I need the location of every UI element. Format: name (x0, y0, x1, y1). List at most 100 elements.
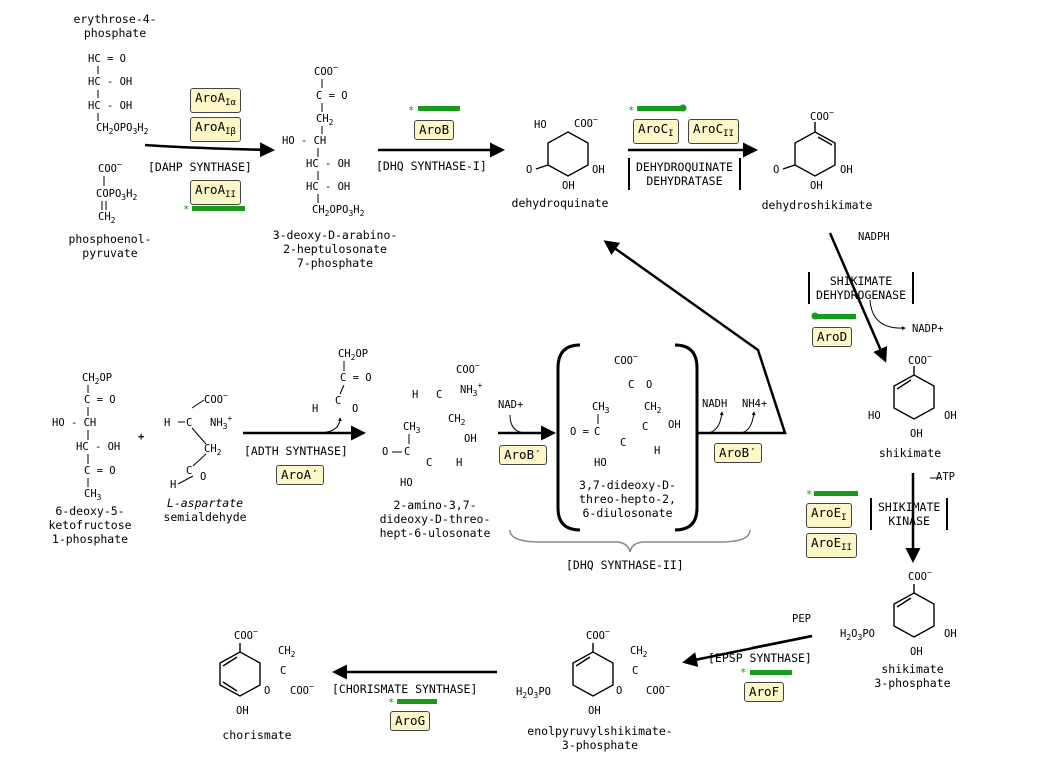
enzyme-epsp-synthase: [EPSP SYNTHASE] (708, 651, 812, 665)
pep-structure: COO− COPO3H2 CH2 (96, 160, 137, 225)
svg-text:HO: HO (594, 457, 607, 469)
label-ddh: 3,7-dideoxy-D-threo-hepto-2,6-diulosonat… (579, 478, 676, 520)
svg-text:COO−: COO− (98, 160, 122, 175)
svg-text:OH: OH (668, 419, 681, 431)
svg-text:*: * (408, 105, 414, 117)
cofactor-pep: PEP (792, 613, 811, 625)
svg-text:NH3+: NH3+ (210, 414, 232, 431)
svg-text:CH2OPO3H2: CH2OPO3H2 (96, 122, 149, 136)
gene-aroE-2: AroEII (806, 533, 857, 558)
green-marks: * * * * * * (183, 104, 858, 709)
cofactor-nadh: NADH (702, 398, 728, 410)
svg-text:HO: HO (534, 119, 547, 131)
svg-text:OH: OH (464, 433, 477, 445)
svg-text:NH3+: NH3+ (460, 381, 482, 398)
svg-text:C: C (436, 389, 442, 401)
svg-text:OH: OH (840, 164, 853, 176)
svg-text:HC - OH: HC - OH (88, 76, 132, 88)
svg-text:COO−: COO− (456, 361, 480, 376)
svg-text:HC - OH: HC - OH (306, 158, 350, 170)
svg-text:*: * (183, 204, 189, 216)
svg-text:H2O3PO: H2O3PO (840, 628, 875, 642)
cofactor-nh4: NH4+ (742, 398, 768, 410)
gene-aroA-prime: AroA′ (276, 465, 324, 485)
svg-text:CH2: CH2 (448, 413, 466, 427)
gene-aroB-prime-2: AroB′ (714, 443, 762, 463)
gene-aroC-1: AroCI (633, 119, 679, 144)
s3p-structure (893, 584, 935, 638)
asa-structure: COO− H C NH3+ CH2 O H C (164, 391, 232, 491)
svg-text:HO: HO (400, 477, 413, 489)
svg-text:COO−: COO− (908, 352, 932, 367)
svg-text:CH2OP: CH2OP (338, 348, 368, 362)
svg-text:OH: OH (588, 705, 601, 717)
svg-text:COO−: COO− (586, 627, 610, 642)
svg-text:*: * (388, 697, 394, 709)
svg-text:OH: OH (944, 410, 957, 422)
svg-text:C: C (632, 665, 638, 677)
svg-text:CH2: CH2 (98, 211, 116, 225)
dkfp-structure: CH2OP C = O HO - CH HC - OH C = O CH3 (52, 372, 120, 502)
svg-text:CH2: CH2 (204, 443, 222, 457)
svg-text:C: C (628, 379, 634, 391)
svg-text:CH2: CH2 (316, 113, 334, 127)
label-epsp: enolpyruvylshikimate-3-phosphate (527, 724, 673, 752)
enzyme-chorismate-synthase: [CHORISMATE SYNTHASE] (332, 682, 478, 696)
gene-aroF: AroF (744, 682, 785, 702)
svg-text:*: * (740, 667, 746, 679)
enzyme-adth-synthase: [ADTH SYNTHASE] (244, 444, 348, 458)
svg-text:HC - OH: HC - OH (88, 100, 132, 112)
svg-text:COO−: COO− (574, 115, 598, 130)
label-dehydroquinate: dehydroquinate (511, 196, 609, 210)
svg-text:H: H (412, 389, 418, 401)
gene-aroA-1b: AroAIβ (190, 117, 241, 142)
svg-text:COO−: COO− (646, 682, 670, 697)
svg-text:C: C (186, 417, 192, 429)
label-phosphoenolpyruvate: phosphoenol-pyruvate (68, 232, 152, 260)
svg-text:H: H (164, 417, 170, 429)
svg-text:OH: OH (944, 628, 957, 640)
svg-text:O: O (352, 403, 358, 415)
epsp-structure (572, 643, 614, 697)
adth-side-product: CH2OP C = O H C O (312, 348, 372, 415)
label-adth: 2-amino-3,7-dideoxy-D-threo-hept-6-uloso… (379, 498, 491, 540)
svg-text:C: C (186, 465, 192, 477)
gene-aroB-prime-1: AroB′ (499, 445, 547, 465)
plus-sign: + (138, 431, 144, 443)
svg-text:COO−: COO− (204, 391, 228, 406)
svg-text:OH: OH (910, 646, 923, 658)
svg-text:HO - CH: HO - CH (282, 135, 326, 147)
svg-text:OH: OH (910, 428, 923, 440)
label-shikimate: shikimate (878, 446, 942, 460)
arrow-dahp-synthase (144, 142, 275, 158)
svg-text:OH: OH (562, 180, 575, 192)
dhq-structure (547, 131, 589, 177)
svg-text:C: C (426, 457, 432, 469)
svg-text:CH3: CH3 (403, 421, 421, 435)
svg-text:C: C (642, 421, 648, 433)
svg-text:COO−: COO− (810, 108, 834, 123)
svg-text:O: O (773, 164, 779, 176)
svg-text:C = O: C = O (84, 465, 116, 477)
enzyme-dahp-synthase: [DAHP SYNTHASE] (148, 160, 252, 174)
svg-text:O: O (382, 446, 388, 458)
gene-aroA-2: AroAII (190, 180, 241, 205)
svg-text:CH2: CH2 (630, 645, 648, 659)
ddh-structure: COO− O C CH3 CH2 O = C C C OH HO H (570, 352, 681, 469)
svg-text:CH3: CH3 (84, 488, 102, 502)
svg-text:C: C (594, 426, 600, 438)
gene-aroD: AroD (812, 327, 853, 347)
svg-text:CH2: CH2 (278, 645, 296, 659)
svg-text:O =: O = (570, 426, 589, 438)
svg-text:C = O: C = O (340, 372, 372, 384)
svg-text:O: O (646, 379, 652, 391)
svg-text:*: * (628, 105, 634, 117)
dhq-synthase-2-brace (509, 529, 751, 553)
